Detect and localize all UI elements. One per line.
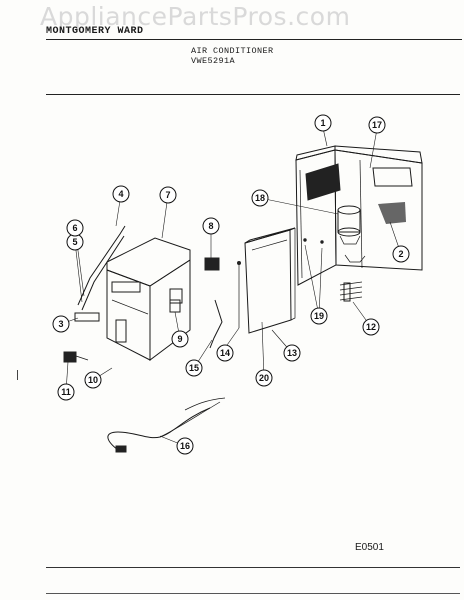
callout-8: 8 <box>202 217 220 235</box>
callout-14: 14 <box>216 344 234 362</box>
callout-4: 4 <box>112 185 130 203</box>
margin-mark <box>17 370 18 380</box>
svg-text:11: 11 <box>61 387 71 397</box>
section-rule <box>46 94 460 95</box>
svg-text:15: 15 <box>189 363 199 373</box>
footer-rule-lower <box>46 593 460 594</box>
bracket-part <box>74 225 126 322</box>
callout-2: 2 <box>392 245 410 263</box>
svg-text:6: 6 <box>72 223 77 233</box>
svg-text:2: 2 <box>398 249 403 259</box>
callout-18: 18 <box>251 189 269 207</box>
svg-text:9: 9 <box>177 334 182 344</box>
svg-text:3: 3 <box>58 319 63 329</box>
housing-panel <box>295 145 423 286</box>
capacitor-part <box>337 205 361 245</box>
diagram-code: E0501 <box>355 542 384 553</box>
svg-text:18: 18 <box>255 193 265 203</box>
callout-11: 11 <box>57 383 75 401</box>
svg-text:5: 5 <box>72 237 77 247</box>
svg-text:17: 17 <box>372 120 382 130</box>
cover-panel-part <box>244 227 296 334</box>
model-number: VWE5291A <box>191 56 236 66</box>
svg-text:20: 20 <box>259 373 269 383</box>
callout-10: 10 <box>84 371 102 389</box>
svg-text:4: 4 <box>118 189 123 199</box>
footer-rule <box>46 567 460 568</box>
control-box-part <box>106 237 191 361</box>
svg-text:10: 10 <box>88 375 98 385</box>
svg-text:14: 14 <box>220 348 230 358</box>
callout-6: 6 <box>66 219 84 237</box>
callout-15: 15 <box>185 359 203 377</box>
svg-text:13: 13 <box>287 348 297 358</box>
callout-17: 17 <box>368 116 386 134</box>
site-watermark: AppliancePartsPros.com <box>40 2 351 31</box>
callout-16: 16 <box>176 437 194 455</box>
callout-20: 20 <box>255 369 273 387</box>
svg-text:12: 12 <box>366 322 376 332</box>
appliance-title: AIR CONDITIONER <box>191 46 274 56</box>
small-parts <box>63 238 324 363</box>
callout-19: 19 <box>310 307 328 325</box>
callout-1: 1 <box>314 114 332 132</box>
svg-text:16: 16 <box>180 441 190 451</box>
svg-text:19: 19 <box>314 311 324 321</box>
power-cord-part <box>107 397 226 453</box>
callout-9: 9 <box>171 330 189 348</box>
header-rule <box>46 39 462 40</box>
brand-name: MONTGOMERY WARD <box>46 26 144 37</box>
callout-13: 13 <box>283 344 301 362</box>
callout-3: 3 <box>52 315 70 333</box>
harness-part <box>339 281 363 302</box>
callout-12: 12 <box>362 318 380 336</box>
svg-text:7: 7 <box>165 190 170 200</box>
svg-text:8: 8 <box>208 221 213 231</box>
callout-7: 7 <box>159 186 177 204</box>
svg-text:1: 1 <box>320 118 325 128</box>
